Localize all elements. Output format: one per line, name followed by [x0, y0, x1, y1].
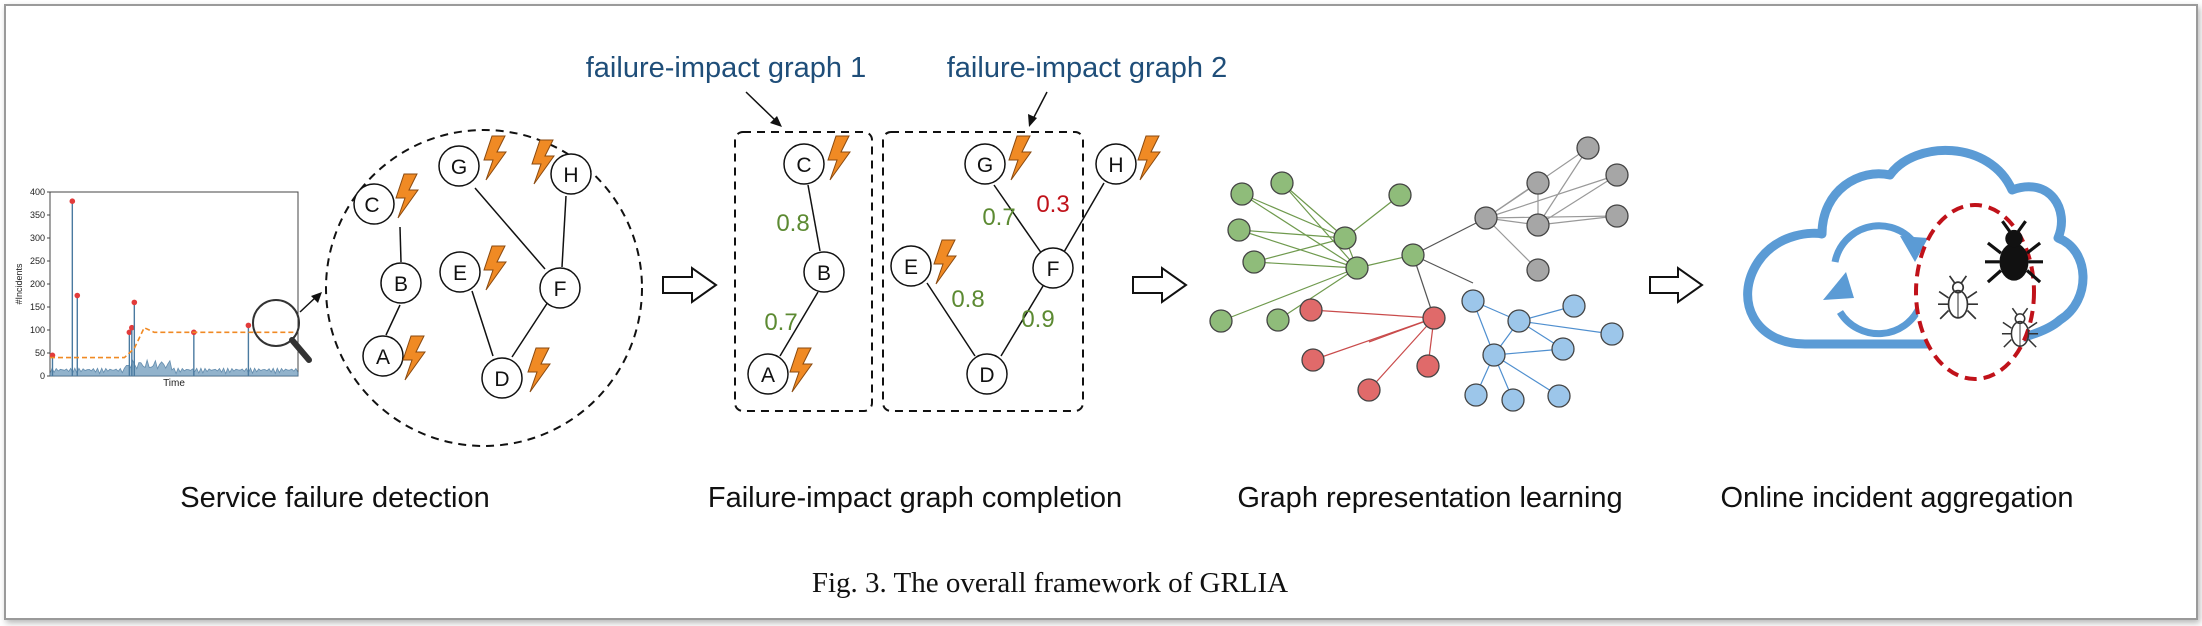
stage-label-aggregation: Online incident aggregation — [1720, 482, 2073, 514]
chart-spike-marker-5 — [131, 299, 138, 306]
node-label-g: G — [451, 156, 467, 179]
node-label-h: H — [563, 164, 578, 187]
graph1-pointer — [745, 91, 777, 122]
chart-baseline-area — [49, 358, 299, 377]
graph2-pointer-head — [1028, 114, 1037, 127]
weight-b-a: 0.7 — [764, 309, 797, 336]
chart-ytick-label-4: 200 — [30, 279, 45, 289]
chart-ytick-label-3: 150 — [30, 302, 45, 312]
g1-node-label-c: C — [796, 154, 811, 177]
chart-threshold-line — [50, 326, 298, 359]
g2-node-label-d: D — [979, 364, 994, 387]
zoom-arrowhead — [311, 292, 322, 303]
refresh-arrowhead-top — [1900, 236, 1928, 262]
service-graph-circle — [325, 129, 643, 447]
g2-node-label-f: F — [1047, 258, 1060, 281]
chart-xlabel: Time — [163, 378, 185, 389]
chart-ytick-label-2: 100 — [30, 325, 45, 335]
chart-ytick-label-5: 250 — [30, 256, 45, 266]
g1-node-label-a: A — [761, 364, 775, 387]
graph2-title: failure-impact graph 2 — [947, 52, 1227, 84]
weight-c-b: 0.8 — [776, 210, 809, 237]
weight-e-d: 0.8 — [951, 286, 984, 313]
bug-icon-large — [1984, 220, 2044, 284]
node-label-e: E — [453, 262, 467, 285]
stage-label-representation: Graph representation learning — [1237, 482, 1622, 514]
weight-f-d: 0.9 — [1021, 306, 1054, 333]
chart-spike-marker-1 — [69, 198, 76, 204]
magnifier-icon — [252, 299, 312, 363]
node-label-c: C — [364, 194, 379, 217]
chart-ylabel: #Incidents — [14, 263, 24, 305]
node-label-f: F — [554, 278, 567, 301]
chart-spike-marker-4 — [129, 324, 135, 331]
flow-arrow-3 — [1649, 266, 1704, 304]
graph1-pointer-head — [770, 116, 782, 127]
weight-g-f: 0.7 — [982, 204, 1015, 231]
chart-ytick-label-7: 350 — [30, 210, 45, 220]
stage-label-completion: Failure-impact graph completion — [708, 482, 1122, 514]
service-graph-edges — [385, 187, 567, 358]
graph1-title: failure-impact graph 1 — [586, 52, 866, 84]
stage-label-detection: Service failure detection — [180, 482, 490, 514]
g2-node-label-h: H — [1108, 154, 1123, 177]
refresh-icon — [1831, 222, 1924, 338]
g1-node-label-b: B — [817, 262, 831, 285]
figure-caption: Fig. 3. The overall framework of GRLIA — [812, 567, 1288, 599]
chart-ytick-label-8: 400 — [30, 187, 45, 197]
graph1-box — [734, 131, 873, 412]
chart-ytick-label-0: 0 — [40, 371, 45, 381]
chart-spike-marker-7 — [245, 322, 252, 329]
service-graph-nodes — [353, 145, 592, 399]
chart-spike-marker-3 — [126, 329, 133, 336]
g2-node-label-g: G — [977, 154, 993, 177]
embedding-nodes — [1209, 136, 1629, 412]
weight-h-f: 0.3 — [1036, 191, 1069, 218]
chart-plot-area — [49, 191, 299, 377]
flow-arrow-1 — [662, 266, 718, 304]
chart-ytick-label-6: 300 — [30, 233, 45, 243]
chart-ytick-label-1: 50 — [35, 348, 45, 358]
node-label-b: B — [394, 273, 408, 296]
node-label-d: D — [494, 368, 509, 391]
completion-graph-nodes — [747, 143, 1137, 395]
chart-spike-marker-0 — [49, 352, 56, 359]
cloud-icon — [1743, 145, 2088, 349]
node-label-a: A — [376, 346, 390, 369]
graph2-pointer — [1032, 91, 1048, 120]
g2-node-label-e: E — [904, 256, 918, 279]
figure-frame — [4, 4, 2198, 620]
chart-spike-marker-2 — [74, 292, 81, 299]
graph2-box — [882, 131, 1084, 412]
flow-arrow-2 — [1132, 266, 1188, 304]
refresh-arrowhead-bottom — [1823, 272, 1854, 300]
completion-graph-edges — [779, 182, 1105, 357]
zoom-arrow — [299, 296, 317, 313]
